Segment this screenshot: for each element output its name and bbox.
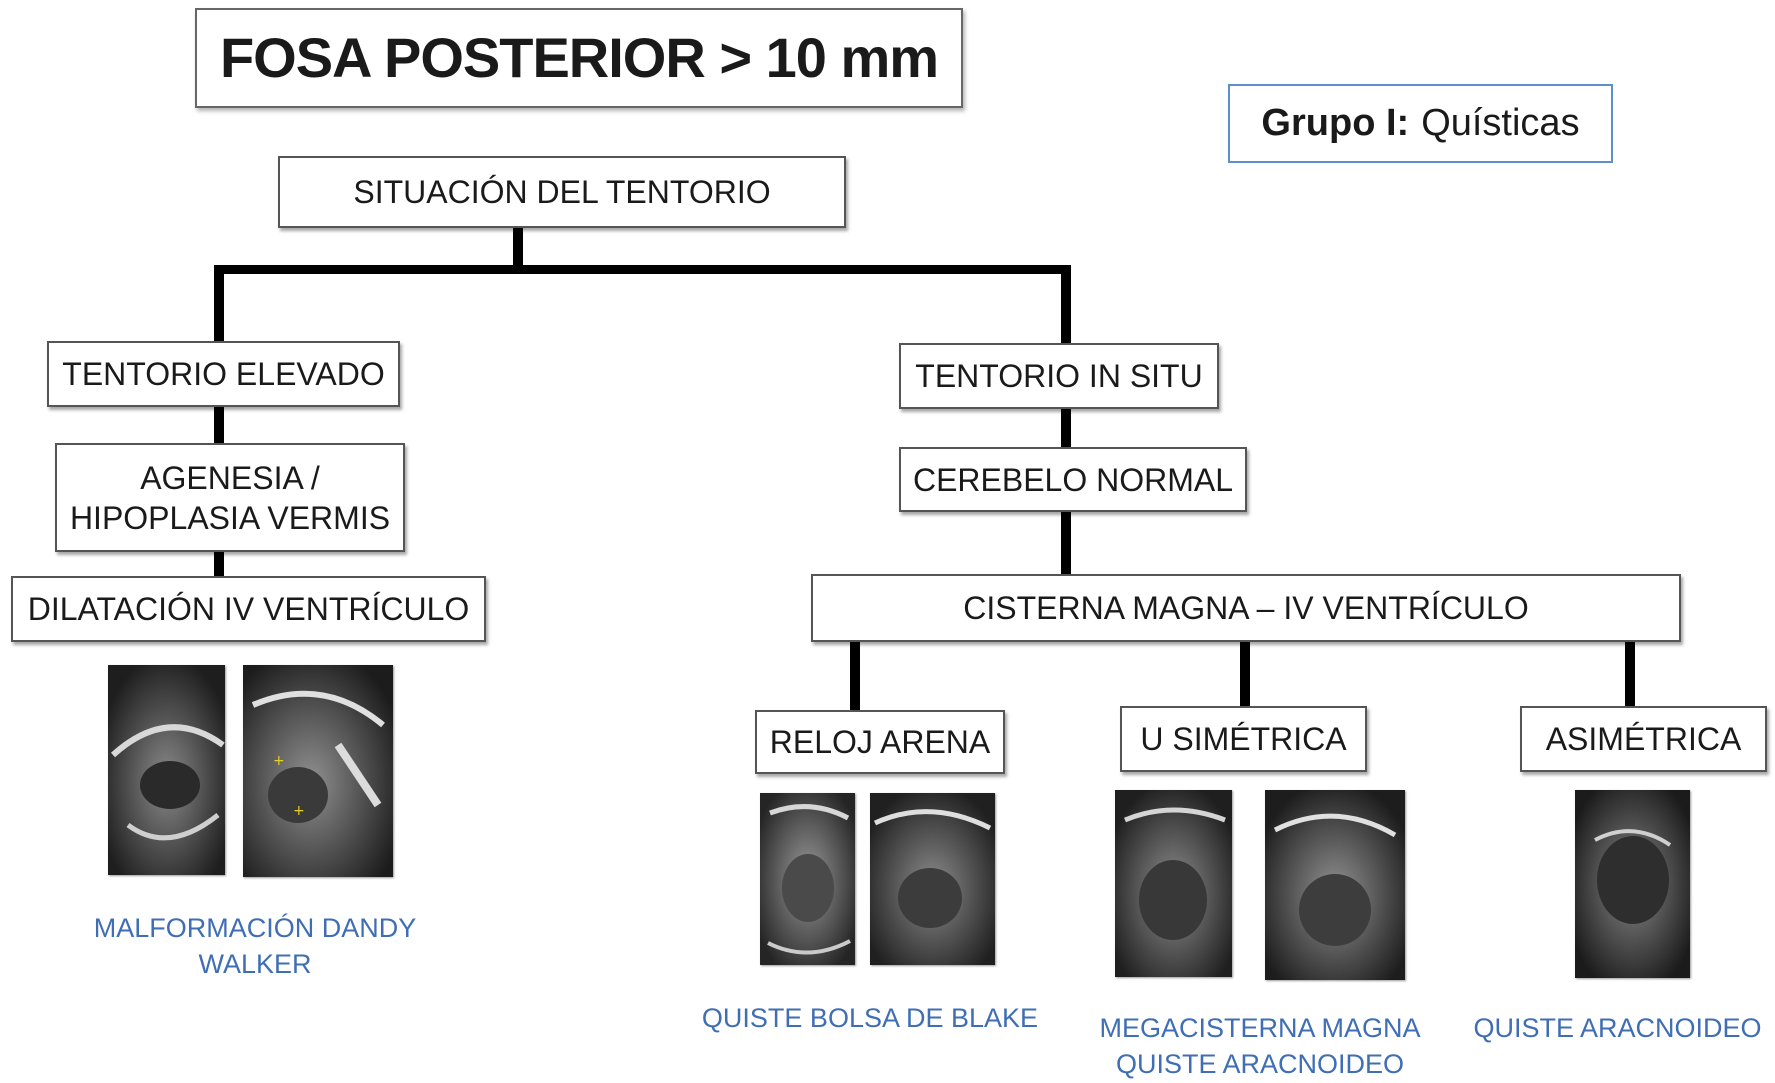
connector-to-reloj bbox=[850, 640, 860, 712]
caption-quiste-aracnoideo: QUISTE ARACNOIDEO bbox=[1473, 1013, 1762, 1043]
group-label-bold: Grupo I: bbox=[1261, 102, 1410, 144]
node-u-simetrica: U SIMÉTRICA bbox=[1120, 706, 1367, 772]
caption-dandy-walker: MALFORMACIÓN DANDY WALKER bbox=[60, 910, 450, 983]
connector-to-asimetrica bbox=[1625, 640, 1635, 710]
caption-quiste-blake: QUISTE BOLSA DE BLAKE bbox=[701, 1003, 1039, 1033]
caption-mega-line2: QUISTE ARACNOIDEO bbox=[1115, 1049, 1405, 1080]
ultrasound-image-dandy-2: + + bbox=[243, 665, 393, 877]
ultrasound-image-blake-1 bbox=[760, 793, 855, 965]
node-agenesia-line2: HIPOPLASIA VERMIS bbox=[69, 499, 391, 536]
connector-title-tentorio bbox=[513, 226, 523, 268]
ultrasound-image-aracnoideo bbox=[1575, 790, 1690, 978]
group-label: Grupo I: Quísticas bbox=[1228, 84, 1613, 163]
connector-horizontal-main bbox=[214, 265, 1070, 274]
node-situacion-tentorio: SITUACIÓN DEL TENTORIO bbox=[278, 156, 846, 228]
caption-mega-line1: MEGACISTERNA MAGNA bbox=[1099, 1013, 1421, 1043]
connector-elevado-agenesia bbox=[214, 405, 224, 445]
diagram-title: FOSA POSTERIOR > 10 mm bbox=[195, 8, 963, 108]
connector-to-elevado bbox=[214, 265, 224, 341]
node-cerebelo-normal: CEREBELO NORMAL bbox=[899, 447, 1247, 512]
node-agenesia-line1: AGENESIA / bbox=[140, 459, 320, 496]
connector-to-u-simetrica bbox=[1240, 640, 1250, 710]
connector-to-in-situ bbox=[1061, 265, 1071, 345]
node-reloj-arena: RELOJ ARENA bbox=[755, 710, 1005, 774]
caption-megacisterna: MEGACISTERNA MAGNA QUISTE ARACNOIDEO bbox=[1075, 1010, 1445, 1083]
node-tentorio-elevado: TENTORIO ELEVADO bbox=[47, 341, 400, 407]
node-asimetrica: ASIMÉTRICA bbox=[1520, 706, 1767, 772]
ultrasound-image-dandy-1 bbox=[108, 665, 225, 875]
connector-agenesia-dilatacion bbox=[214, 550, 224, 578]
connector-cerebelo-cisterna bbox=[1061, 510, 1071, 576]
ultrasound-image-mega-2 bbox=[1265, 790, 1405, 980]
ultrasound-image-blake-2 bbox=[870, 793, 995, 965]
node-tentorio-in-situ: TENTORIO IN SITU bbox=[899, 343, 1219, 409]
group-label-text: Quísticas bbox=[1421, 102, 1580, 144]
node-agenesia-hipoplasia: AGENESIA / HIPOPLASIA VERMIS bbox=[55, 443, 405, 552]
caption-dandy-line1: MALFORMACIÓN DANDY bbox=[93, 913, 417, 943]
svg-text:+: + bbox=[293, 803, 305, 819]
ultrasound-image-mega-1 bbox=[1115, 790, 1232, 977]
node-dilatacion-iv-ventriculo: DILATACIÓN IV VENTRÍCULO bbox=[11, 576, 486, 642]
node-cisterna-magna: CISTERNA MAGNA – IV VENTRÍCULO bbox=[811, 574, 1681, 642]
svg-text:+: + bbox=[273, 753, 285, 769]
connector-insitu-cerebelo bbox=[1061, 407, 1071, 449]
caption-dandy-line2: WALKER bbox=[198, 949, 312, 980]
